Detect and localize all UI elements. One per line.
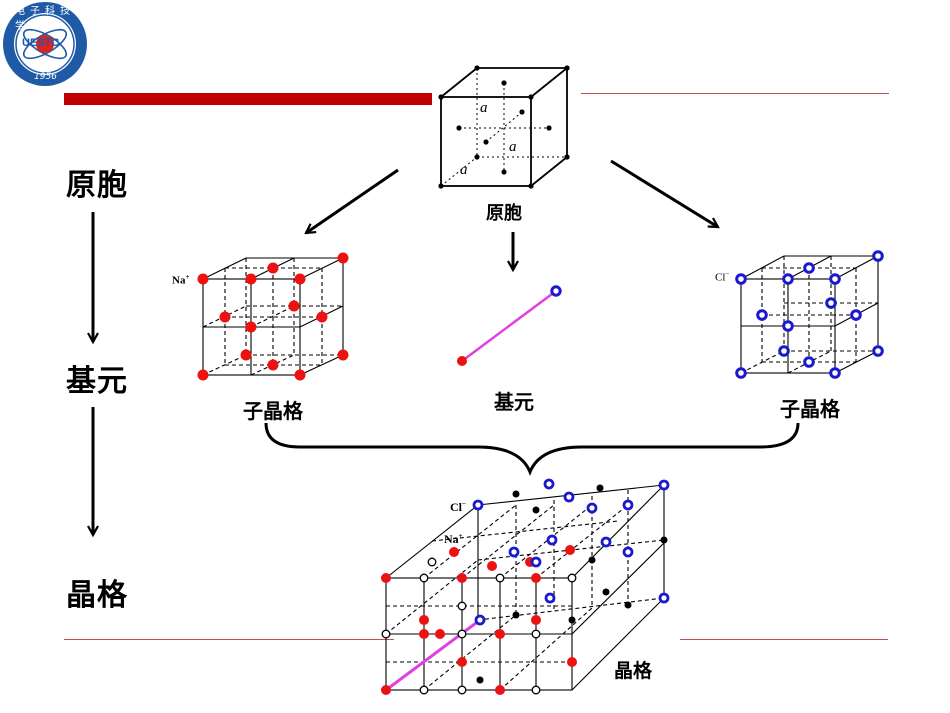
- crystal-black-nodes: [476, 484, 668, 684]
- arrow-to-cl-sublattice: [610, 159, 718, 229]
- crystal-lattice-caption: 晶格: [614, 660, 653, 682]
- na-sublattice-caption: 子晶格: [243, 399, 303, 423]
- crystal-na-ions: [381, 545, 577, 695]
- na-sublattice-ions: [197, 252, 349, 381]
- thin-rule-bottom-right: [680, 639, 888, 640]
- lattice-param-a-2: a: [509, 139, 517, 155]
- crystal-basis-bond: [385, 618, 481, 692]
- flow-step-basis: 基元: [66, 364, 128, 399]
- cl-sublattice-caption: 子晶格: [780, 397, 840, 421]
- logo-ring-text: 电子科技大学: [15, 6, 90, 32]
- logo-year: 1956: [34, 72, 57, 82]
- thin-rule-top: [581, 93, 889, 94]
- lattice-param-a-1: a: [480, 100, 488, 116]
- basis-na-ion: [457, 356, 467, 366]
- primitive-cell-atoms: [438, 65, 570, 189]
- basis-caption: 基元: [494, 390, 534, 414]
- crystal-cl-ions: [472, 478, 670, 626]
- lattice-param-a-3: a: [460, 162, 468, 178]
- logo-center-text: UESTC: [22, 37, 60, 49]
- arrow-to-na-sublattice: [306, 168, 399, 233]
- logo-emblem-icon: [3, 2, 87, 86]
- flow-step-primitive-cell: 原胞: [66, 168, 128, 203]
- flow-step-lattice: 晶格: [66, 578, 128, 613]
- crystal-neutral-nodes: [381, 557, 577, 695]
- basis-bond: [461, 289, 557, 363]
- na-sublattice-frame: [202, 257, 344, 376]
- accent-bar: [64, 93, 432, 105]
- cl-sublattice-ions: [735, 250, 884, 379]
- cl-ion-label: Cl−: [715, 270, 730, 284]
- na-ion-label: Na+: [172, 273, 190, 287]
- primitive-cell-caption: 原胞: [486, 203, 522, 224]
- basis-cl-ion: [550, 285, 562, 297]
- university-logo: 电子科技大学 UESTC 1956: [0, 0, 92, 92]
- crystal-na-label: Na+: [444, 532, 463, 546]
- crystal-cl-label: Cl−: [450, 500, 466, 514]
- thin-rule-bottom-left: [64, 639, 394, 640]
- primitive-cell-cube: [440, 67, 568, 187]
- merge-brace: [264, 422, 800, 477]
